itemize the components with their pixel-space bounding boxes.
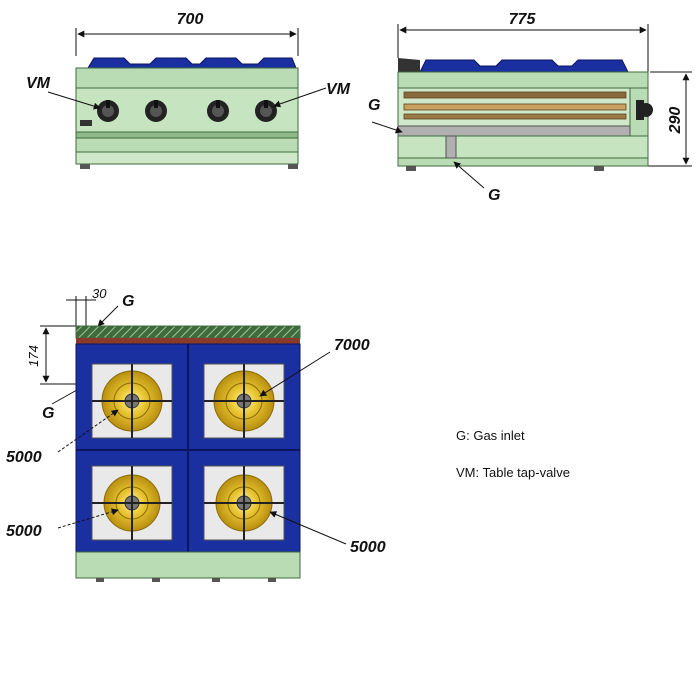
vm-label-right: VM <box>326 81 351 98</box>
top-back-vent <box>75 325 301 339</box>
burner-power-top-right: 7000 <box>334 337 370 354</box>
knob-3 <box>207 100 229 122</box>
front-plinth <box>75 151 299 165</box>
vm-label-left: VM <box>26 75 51 92</box>
side-height-label: 290 <box>667 107 684 135</box>
side-burner-tube-top <box>403 91 627 99</box>
side-depth-label: 775 <box>509 11 537 28</box>
side-top-band <box>397 71 649 89</box>
side-gas-label-bottom: G <box>488 187 500 204</box>
top-view: 30 G 174 G <box>6 286 386 582</box>
top-gas-label-left: G <box>42 405 54 422</box>
top-offset-dimension: 30 G <box>66 286 134 327</box>
burner-top-right <box>203 363 285 439</box>
top-depth-dimension: 174 <box>26 325 76 385</box>
front-width-dimension: 700 <box>75 11 299 56</box>
side-view: 775 290 G <box>368 11 692 204</box>
burner-top-left <box>91 363 173 439</box>
front-width-label: 700 <box>177 11 204 28</box>
top-depth-label: 174 <box>26 345 41 367</box>
side-height-dimension: 290 <box>640 71 692 167</box>
top-front-band <box>75 551 301 579</box>
front-lower-strip <box>75 131 299 139</box>
side-gas-label-left: G <box>368 97 380 114</box>
side-base <box>397 135 649 159</box>
side-burner-tube <box>403 103 627 111</box>
knob-4 <box>255 100 277 122</box>
legend-tap-valve: VM: Table tap-valve <box>456 465 570 480</box>
side-foot-front <box>594 166 604 171</box>
side-burner-tube-low <box>403 113 627 120</box>
foot-right <box>288 164 298 169</box>
side-depth-dimension: 775 <box>397 11 649 74</box>
top-back-strip <box>76 338 300 344</box>
front-view: 700 VM VM <box>26 11 351 169</box>
burner-power-bottom-right: 5000 <box>350 539 386 556</box>
side-foot-back <box>406 166 416 171</box>
front-grates <box>87 57 297 69</box>
knob-2 <box>145 100 167 122</box>
foot-left <box>80 164 90 169</box>
side-grates <box>419 59 629 73</box>
front-top-band <box>75 67 299 89</box>
burner-power-bottom-left: 5000 <box>6 523 42 540</box>
legend: G: Gas inlet VM: Table tap-valve <box>456 428 570 480</box>
knob-1 <box>97 100 119 122</box>
front-base <box>75 137 299 153</box>
top-gas-label: G <box>122 293 134 310</box>
side-gas-down-pipe <box>445 135 457 159</box>
side-gas-pipe <box>397 125 631 137</box>
burner-bottom-right <box>203 465 285 541</box>
side-knob <box>636 100 653 120</box>
side-plinth <box>397 157 649 167</box>
top-offset-label: 30 <box>92 286 107 301</box>
front-side-slot <box>80 120 92 126</box>
burner-power-top-left: 5000 <box>6 449 42 466</box>
legend-gas-inlet: G: Gas inlet <box>456 428 525 443</box>
burner-bottom-left <box>91 465 173 541</box>
